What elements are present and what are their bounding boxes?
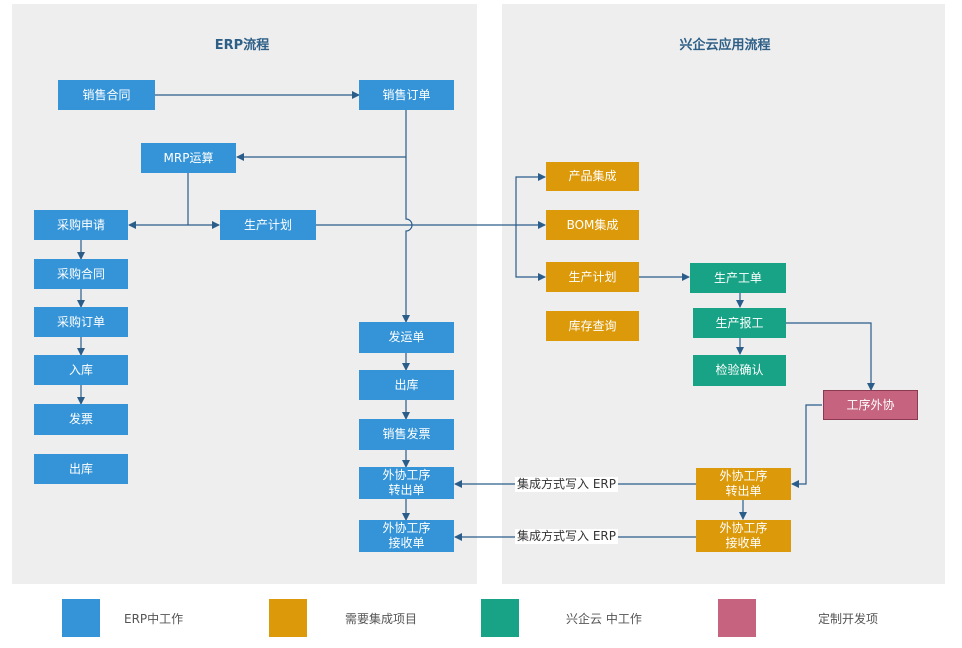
node-inventory-query: 库存查询 <box>546 311 639 341</box>
node-outsource-receive-erp: 外协工序 接收单 <box>359 520 454 552</box>
edge-label-write-erp-1: 集成方式写入 ERP <box>515 477 618 492</box>
legend-swatch-integration <box>269 599 307 637</box>
legend-swatch-custom <box>718 599 756 637</box>
node-sales-contract: 销售合同 <box>58 80 155 110</box>
legend-label-custom: 定制开发项 <box>818 612 879 626</box>
node-sales-order: 销售订单 <box>359 80 454 110</box>
node-outsource-transfer-cloud: 外协工序 转出单 <box>696 468 791 500</box>
node-outsource-receive-cloud: 外协工序 接收单 <box>696 520 791 552</box>
node-process-outsourcing: 工序外协 <box>823 390 918 420</box>
node-bom-integration: BOM集成 <box>546 210 639 240</box>
node-inbound: 入库 <box>34 355 128 385</box>
legend-label-integration: 需要集成项目 <box>345 612 418 626</box>
node-purchase-contract: 采购合同 <box>34 259 128 289</box>
node-outbound-mid: 出库 <box>359 370 454 400</box>
legend-swatch-cloud <box>481 599 519 637</box>
node-production-plan-cloud: 生产计划 <box>546 262 639 292</box>
edge-label-write-erp-2: 集成方式写入 ERP <box>515 529 618 544</box>
node-invoice: 发票 <box>34 404 128 435</box>
node-sales-invoice: 销售发票 <box>359 419 454 450</box>
node-production-report: 生产报工 <box>693 308 786 338</box>
node-production-plan-erp: 生产计划 <box>220 210 316 240</box>
legend-label-erp: ERP中工作 <box>124 612 184 626</box>
erp-panel-title: ERP流程 <box>214 38 270 53</box>
legend-swatch-erp <box>62 599 100 637</box>
legend-label-cloud: 兴企云 中工作 <box>566 612 642 626</box>
node-purchase-request: 采购申请 <box>34 210 128 240</box>
node-work-order: 生产工单 <box>690 263 786 293</box>
cloud-panel-title: 兴企云应用流程 <box>679 38 771 53</box>
node-mrp: MRP运算 <box>141 143 236 173</box>
node-purchase-order: 采购订单 <box>34 307 128 337</box>
node-inspection-confirm: 检验确认 <box>693 355 786 386</box>
node-delivery-note: 发运单 <box>359 322 454 353</box>
node-outsource-transfer-erp: 外协工序 转出单 <box>359 467 454 499</box>
node-outbound-left: 出库 <box>34 454 128 484</box>
node-product-integration: 产品集成 <box>546 162 639 191</box>
